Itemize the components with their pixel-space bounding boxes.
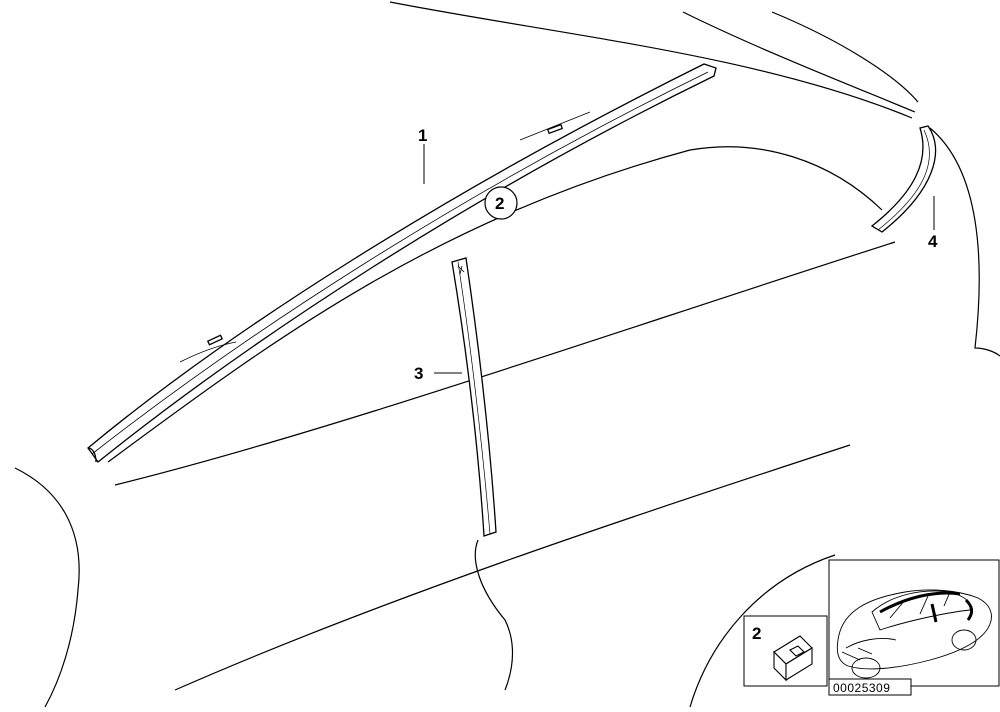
clip-inset: 2 (743, 615, 828, 687)
callout-leaders (423, 144, 935, 374)
car-body-outline (14, 1, 1000, 708)
rear-end-molding (870, 125, 937, 233)
car-sketch-highlight-roof (879, 591, 961, 614)
roof-rail-clip-mark-1 (546, 123, 564, 135)
b-pillar-trim-body (451, 257, 497, 537)
roof-rail-clip-slot-2 (519, 111, 591, 141)
clip-icon (773, 635, 813, 682)
lower-crease-line (174, 444, 851, 691)
roof-rail-molding (87, 63, 717, 463)
car-thumbnail-frame (828, 559, 1000, 687)
callout-2-circle (484, 186, 518, 220)
rear-end-molding-edge (877, 129, 930, 231)
callout-2-label: 2 (495, 194, 504, 213)
callout-4-label: 4 (928, 232, 938, 251)
b-pillar-trim-edge (457, 261, 491, 535)
car-thumbnail (828, 559, 1000, 687)
diagram-number-box (828, 678, 912, 696)
window-frame-upper (107, 146, 883, 463)
roof-rail-edge (91, 71, 709, 455)
b-pillar-trim (451, 257, 497, 537)
belt-line (114, 241, 896, 486)
roof-rail-end-cap (87, 447, 97, 463)
diagram-number: 00025309 (833, 681, 890, 695)
b-pillar-trim-clip (457, 265, 465, 275)
car-sketch-front-wheel (851, 657, 881, 679)
rear-end-molding-body (870, 125, 937, 233)
roof-rail-clip-mark-2 (206, 334, 224, 346)
car-sketch-highlight (879, 591, 974, 623)
door-seam-line (474, 539, 514, 691)
car-sketch-grille (841, 647, 873, 661)
clip-icon-front (785, 647, 813, 681)
car-sketch-highlight-pillar (930, 603, 938, 623)
car-sketch-body (836, 589, 992, 670)
car-sketch-highlight-rear (964, 598, 974, 621)
roof-contour-line (682, 11, 916, 113)
clip-icon-slot (789, 645, 805, 657)
wheel-arch-line (689, 554, 836, 708)
roof-edge-line (389, 1, 913, 119)
rear-roof-line (771, 11, 919, 103)
roof-rail-clip-slot-1 (179, 341, 237, 363)
rear-quarter-line (929, 127, 1000, 357)
callout-1-label: 1 (418, 126, 427, 145)
roof-rail-body (87, 63, 717, 463)
clip-inset-label: 2 (752, 624, 761, 643)
car-sketch-hood (845, 637, 897, 649)
callout-3-label: 3 (414, 364, 423, 383)
front-fender-line (14, 467, 80, 708)
car-sketch-rear-wheel (951, 629, 977, 651)
